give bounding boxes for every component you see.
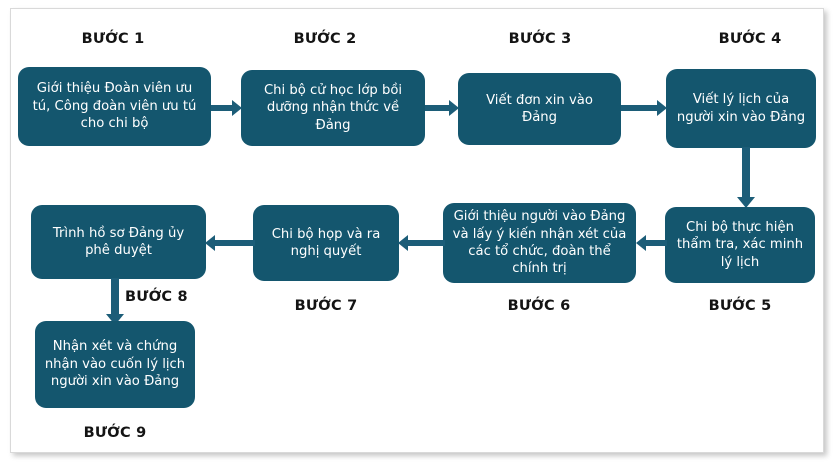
node-step-2-text: Chi bộ cử học lớp bồi dưỡng nhận thức về… (263, 82, 403, 133)
step-label-2: BƯỚC 2 (293, 31, 357, 47)
arrow-step-5-to-6 (636, 233, 667, 253)
node-step-8-text: Trình hồ sơ Đảng ủy phê duyệt (52, 225, 185, 258)
node-step-9-text: Nhận xét và chứng nhận vào cuốn lý lịch … (44, 339, 186, 390)
node-step-3[interactable]: Viết đơn xin vào Đảng (458, 73, 621, 145)
node-step-1[interactable]: Giới thiệu Đoàn viên ưu tú, Công đoàn vi… (18, 67, 211, 146)
step-label-5: BƯỚC 5 (708, 298, 772, 314)
arrow-step-2-to-3 (425, 98, 460, 118)
arrow-step-6-to-7 (398, 233, 445, 253)
step-label-9: BƯỚC 9 (83, 425, 147, 441)
node-step-7[interactable]: Chi bộ họp và ra nghị quyết (253, 205, 399, 281)
node-step-6[interactable]: Giới thiệu người vào Đảng và lấy ý kiến … (443, 203, 636, 283)
arrow-step-1-to-2 (211, 98, 243, 118)
step-label-8: BƯỚC 8 (125, 289, 188, 305)
node-step-1-text: Giới thiệu Đoàn viên ưu tú, Công đoàn vi… (32, 81, 197, 132)
node-step-5-text: Chi bộ thực hiện thẩm tra, xác minh lý l… (676, 219, 804, 270)
node-step-2[interactable]: Chi bộ cử học lớp bồi dưỡng nhận thức về… (241, 70, 425, 146)
node-step-4[interactable]: Viết lý lịch của người xin vào Đảng (666, 69, 816, 148)
node-step-9[interactable]: Nhận xét và chứng nhận vào cuốn lý lịch … (35, 321, 195, 408)
step-label-1: BƯỚC 1 (81, 31, 145, 47)
node-step-4-text: Viết lý lịch của người xin vào Đảng (676, 92, 806, 125)
arrow-step-7-to-8 (205, 233, 255, 253)
node-step-8[interactable]: Trình hồ sơ Đảng ủy phê duyệt (31, 205, 206, 279)
node-step-7-text: Chi bộ họp và ra nghị quyết (271, 226, 381, 259)
step-label-3: BƯỚC 3 (508, 31, 572, 47)
arrow-step-8-to-9 (104, 278, 126, 326)
arrow-step-3-to-4 (621, 98, 668, 118)
step-label-4: BƯỚC 4 (718, 31, 782, 47)
node-step-5[interactable]: Chi bộ thực hiện thẩm tra, xác minh lý l… (665, 207, 815, 283)
node-step-3-text: Viết đơn xin vào Đảng (486, 92, 593, 125)
step-label-6: BƯỚC 6 (507, 298, 571, 314)
step-label-7: BƯỚC 7 (294, 298, 358, 314)
arrow-step-4-to-5 (735, 147, 757, 209)
node-step-6-text: Giới thiệu người vào Đảng và lấy ý kiến … (452, 209, 627, 277)
